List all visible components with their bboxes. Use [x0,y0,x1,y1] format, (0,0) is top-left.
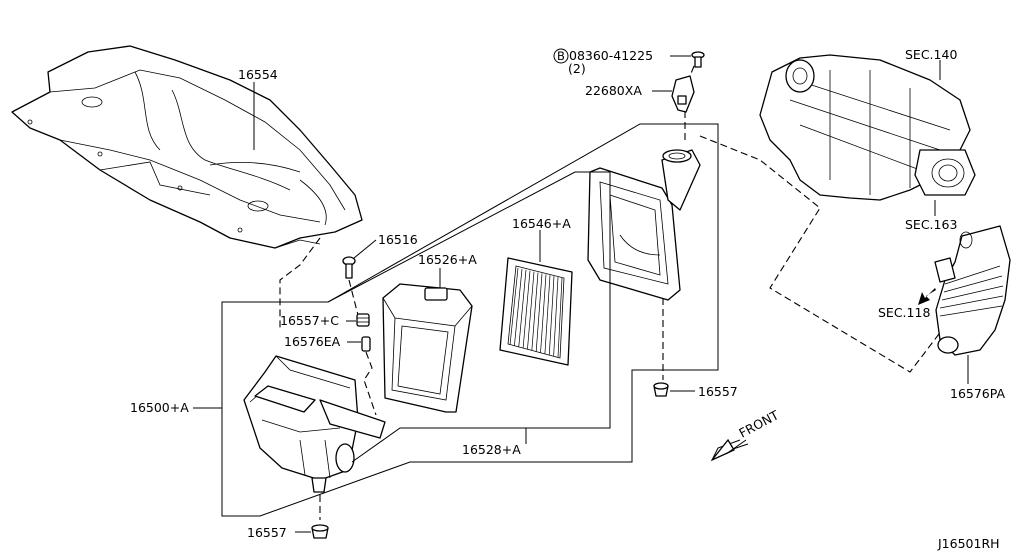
bolt-08360-part [691,51,705,68]
label-bolt-symbol: B [557,49,565,63]
label-sec118: SEC.118 [878,305,930,320]
label-16557-bottom: 16557 [247,525,287,540]
label-16554: 16554 [238,67,278,82]
label-16576pa: 16576PA [950,386,1006,401]
sensor-22680xa-part [671,75,695,113]
sec118-arrow [918,288,936,305]
lower-case-16500a-part [243,355,386,493]
label-bolt-part: 08360-41225 [569,48,653,63]
filter-frame-16526a-part [382,283,473,413]
label-22680xa: 22680XA [585,83,642,98]
intake-manifold-part [759,54,976,201]
air-duct-16576pa-part [934,225,1011,356]
front-arrow-icon [710,438,749,462]
label-16576ea: 16576EA [284,334,341,349]
label-16528a: 16528+A [462,442,521,457]
assembly-16500a-outline [221,123,719,517]
label-16500a: 16500+A [130,400,189,415]
label-front: FRONT [736,407,781,440]
label-16546a: 16546+A [512,216,571,231]
insulator-16576ea-part [361,336,371,352]
grommet-16557c-part [356,313,370,327]
label-sec163: SEC.163 [905,217,957,232]
bolt-symbol-circle [553,48,569,64]
label-sec140: SEC.140 [905,47,957,62]
engine-cover-part [11,45,363,249]
label-16557c: 16557+C [280,313,339,328]
grommet-16557-mid-part [653,382,669,397]
grommet-16557-bottom-part [311,524,329,539]
diagram-id: J16501RH [937,536,1000,551]
filter-element-16546a-part [499,257,573,366]
ref-line-manifold [699,135,943,373]
label-bolt-qty: (2) [568,61,586,76]
assembly-16528a-outline [327,171,611,463]
label-16516: 16516 [378,232,418,247]
bolt-16516-part [342,256,356,279]
upper-case-16528a-part [587,149,701,301]
label-16526a: 16526+A [418,252,477,267]
label-16557-mid: 16557 [698,384,738,399]
